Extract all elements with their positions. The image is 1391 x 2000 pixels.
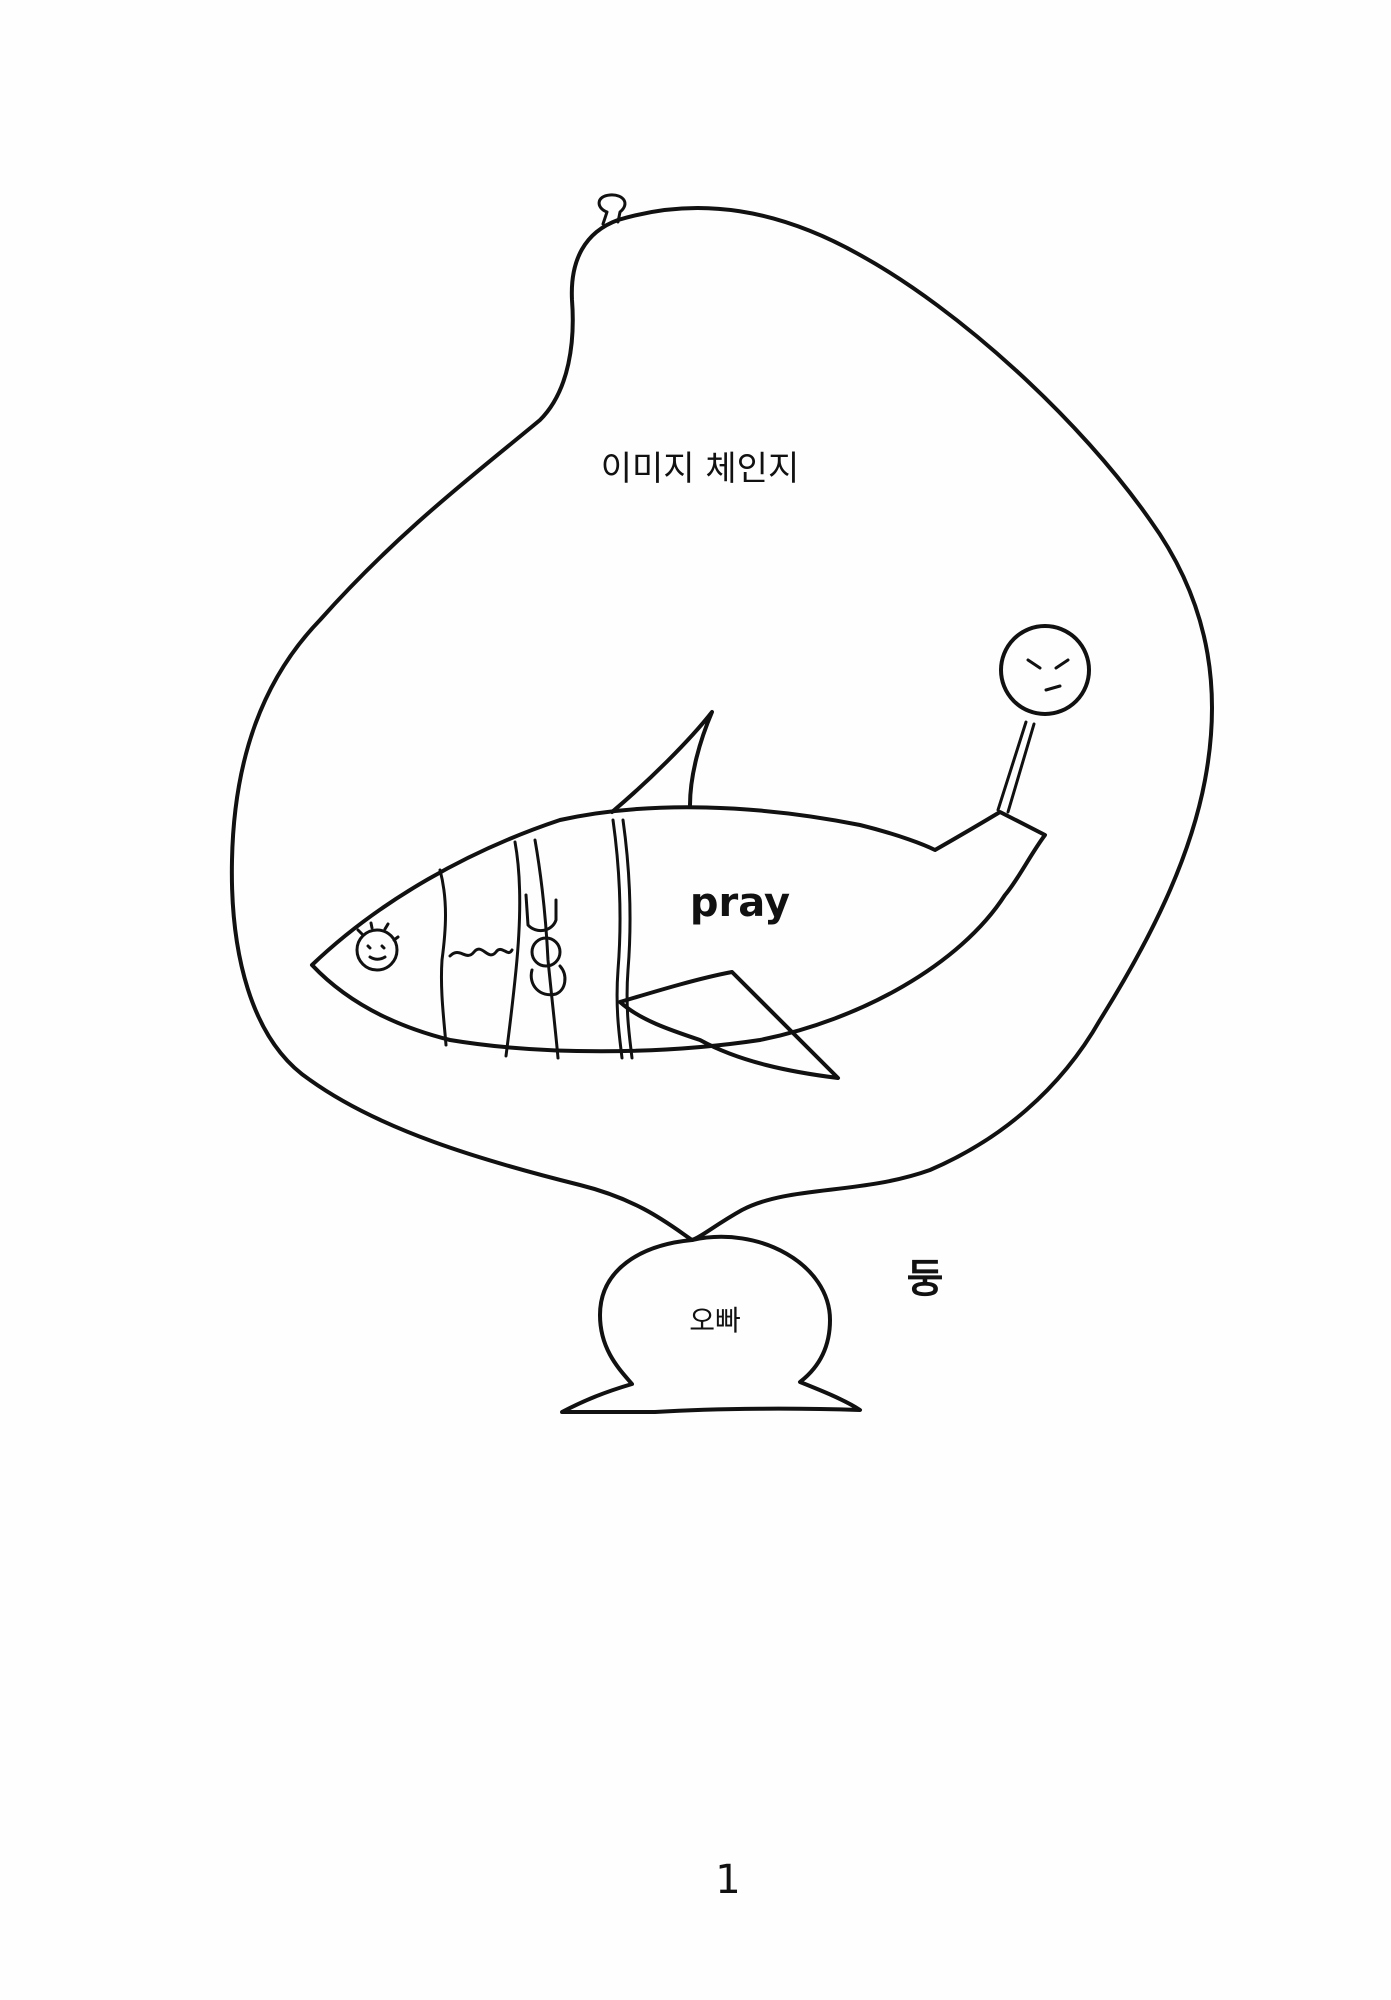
- fish-eye: [355, 928, 399, 972]
- fish-dorsal-fin: [610, 710, 714, 814]
- fish-stripe-2: [504, 840, 522, 1058]
- thought-bubble-outline: [229, 206, 1215, 1242]
- fish-figure-arms: [524, 893, 567, 997]
- fish-body: [310, 805, 1047, 1054]
- fish-stripe-3: [533, 838, 560, 1060]
- page-number: 1: [715, 1857, 740, 1903]
- lollipop-stick: [996, 720, 1036, 814]
- fish-lower-fin: [618, 970, 840, 1080]
- fish-stripe-5: [621, 818, 634, 1060]
- sound-effect-text: 둥: [907, 1256, 944, 1302]
- speaker-head-outline: [560, 1234, 862, 1415]
- bubble-knob: [597, 193, 627, 226]
- angry-face-features: [1026, 658, 1070, 692]
- fish-figure-head: [530, 936, 562, 968]
- fish-wavy-scribble: [448, 947, 514, 958]
- bubble-title: 이미지 체인지: [601, 449, 800, 489]
- angry-face-circle: [999, 624, 1091, 716]
- fish-stripe-1: [438, 868, 448, 1047]
- speaker-label: 오빠: [689, 1304, 741, 1337]
- fish-stripe-4: [611, 818, 624, 1060]
- fish-body-text: pray: [690, 880, 790, 926]
- fish-eye-lashes: [356, 921, 400, 942]
- fish-eye-face: [366, 944, 387, 961]
